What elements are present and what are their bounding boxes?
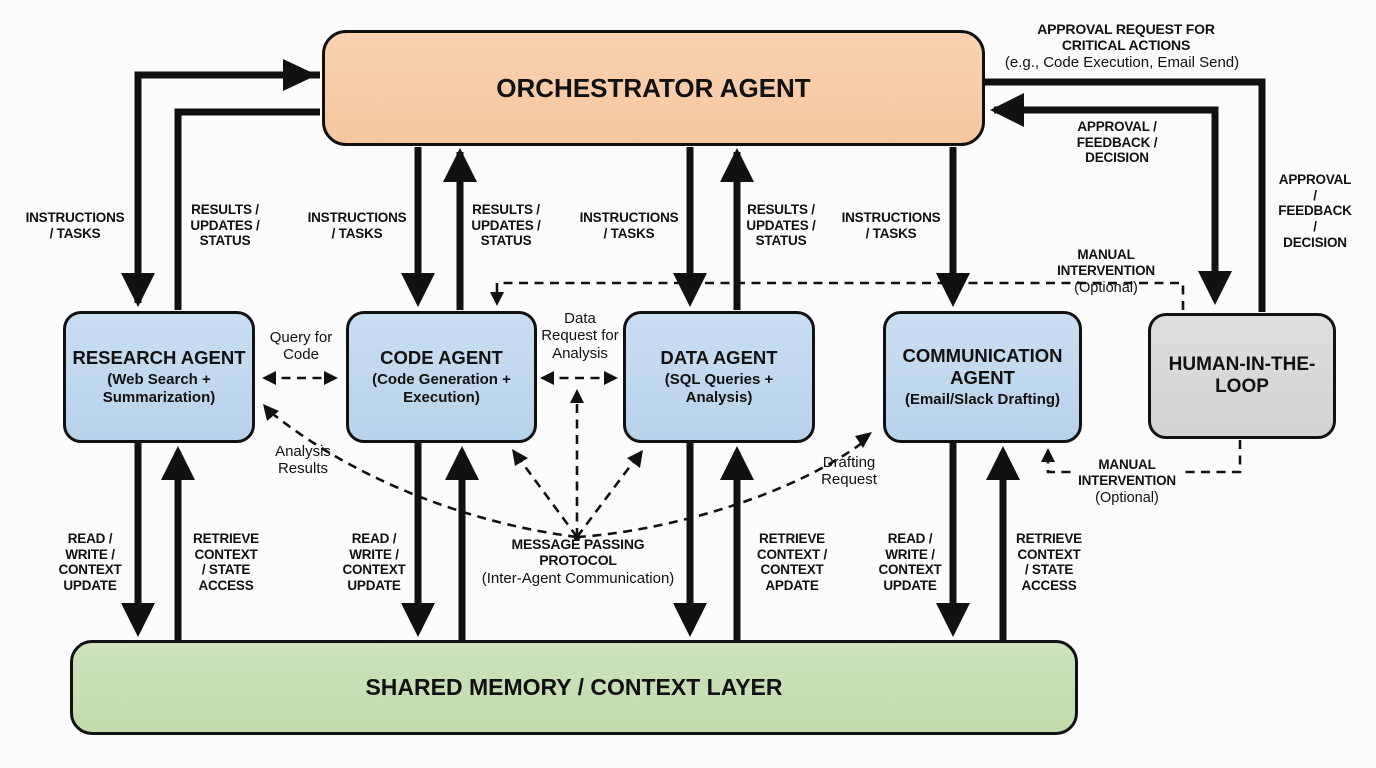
label-instructions-tasks-research: INSTRUCTIONS / TASKS [25,210,125,241]
orchestrator-agent-title: ORCHESTRATOR AGENT [496,72,811,103]
edge-orchestrator-data [673,147,754,310]
research-agent-title: RESEARCH AGENT [72,347,246,369]
edge-query-for-code [262,371,338,385]
edge-data-memory [673,443,754,640]
label-approval-feedback-inner: APPROVAL / FEEDBACK / DECISION [1076,119,1158,166]
code-agent-subtitle: (Code Generation + Execution) [372,371,511,406]
label-results-research: RESULTS / UPDATES / STATUS [190,202,260,249]
edge-orchestrator-research [121,59,320,310]
label-read-write-communication: READ / WRITE / CONTEXT UPDATE [878,531,942,593]
label-results-code: RESULTS / UPDATES / STATUS [471,202,541,249]
edge-research-memory [121,443,195,640]
edge-orchestrator-code [401,147,477,310]
edge-communication-memory [936,443,1020,640]
label-analysis-results: Analysis Results [275,443,331,478]
data-agent-title: DATA AGENT [660,347,778,369]
label-message-passing-sub: (Inter-Agent Communication) [481,570,675,587]
label-drafting-request: Drafting Request [821,454,877,489]
label-read-write-research: READ / WRITE / CONTEXT UPDATE [58,531,122,593]
label-data-request-for-analysis: Data Request for Analysis [541,310,619,362]
shared-memory-node: SHARED MEMORY / CONTEXT LAYER [70,640,1078,735]
label-approval-request-title: APPROVAL REQUEST FOR CRITICAL ACTIONS [1037,21,1215,54]
edge-code-memory [401,443,479,640]
label-approval-request-sub: (e.g., Code Execution, Email Send) [1004,54,1240,71]
label-instructions-tasks-data: INSTRUCTIONS / TASKS [579,210,679,241]
data-agent-node: DATA AGENT (SQL Queries + Analysis) [623,311,815,443]
label-retrieve-state-communication: RETRIEVE CONTEXT / STATE ACCESS [1016,531,1082,593]
orchestrator-agent-node: ORCHESTRATOR AGENT [322,30,985,146]
label-manual-intervention-bottom-sub: (Optional) [1095,490,1159,506]
code-agent-title: CODE AGENT [380,347,503,369]
communication-agent-title: COMMUNICATION AGENT [902,345,1063,389]
label-retrieve-apdate-data: RETRIEVE CONTEXT / CONTEXT APDATE [756,531,828,593]
edge-message-passing-hub [263,389,872,541]
shared-memory-title: SHARED MEMORY / CONTEXT LAYER [365,673,783,700]
communication-agent-node: COMMUNICATION AGENT (Email/Slack Draftin… [883,311,1082,443]
label-results-data: RESULTS / UPDATES / STATUS [746,202,816,249]
human-in-the-loop-title: HUMAN-IN-THE- LOOP [1168,353,1316,397]
research-agent-node: RESEARCH AGENT (Web Search + Summarizati… [63,311,255,443]
code-agent-node: CODE AGENT (Code Generation + Execution) [346,311,537,443]
label-message-passing-title: MESSAGE PASSING PROTOCOL [511,536,645,569]
edge-orchestrator-hitl [985,78,1266,312]
label-instructions-tasks-code: INSTRUCTIONS / TASKS [307,210,407,241]
human-in-the-loop-node: HUMAN-IN-THE- LOOP [1148,313,1336,439]
label-manual-intervention-bottom: MANUAL INTERVENTION [1075,457,1179,489]
research-agent-subtitle: (Web Search + Summarization) [102,371,216,406]
label-query-for-code: Query for Code [269,329,333,364]
edge-data-request [540,371,618,385]
label-manual-intervention-top-sub: (Optional) [1074,280,1138,296]
label-read-write-code: READ / WRITE / CONTEXT UPDATE [342,531,406,593]
edge-orchestrator-communication [936,147,970,307]
communication-agent-subtitle: (Email/Slack Drafting) [904,390,1061,408]
label-instructions-tasks-communication: INSTRUCTIONS / TASKS [841,210,941,241]
edge-manual-intervention-top [490,281,1185,310]
data-agent-subtitle: (SQL Queries + Analysis) [664,371,774,406]
label-approval-feedback-outer: APPROVAL / FEEDBACK / DECISION [1278,172,1352,250]
label-retrieve-state-research: RETRIEVE CONTEXT / STATE ACCESS [193,531,259,593]
label-manual-intervention-top: MANUAL INTERVENTION [1057,247,1155,278]
